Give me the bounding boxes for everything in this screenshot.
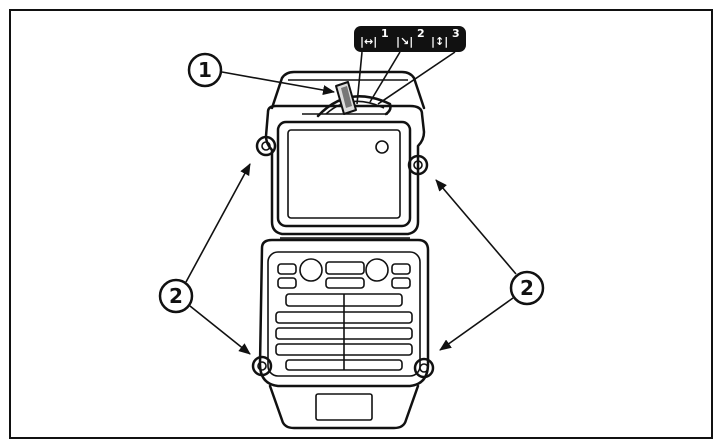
callout-2-left-circle xyxy=(158,278,194,314)
handle-outline xyxy=(268,384,420,430)
mode-2-glyph: |↘| xyxy=(396,35,413,48)
callout-1: 1 xyxy=(187,52,335,95)
mode-1-glyph: |↔| xyxy=(360,35,377,48)
mode-3-pointer xyxy=(377,51,456,105)
callout-2-right-circle xyxy=(509,270,545,306)
top-housing xyxy=(264,70,426,236)
callout-2-right: 2 xyxy=(435,179,545,351)
mode-3-index: 3 xyxy=(452,27,460,40)
callout-2-right-arrow-down xyxy=(439,297,514,351)
mode-badge: |↔| 1 |↘| 2 |↕| 3 xyxy=(354,26,466,52)
screw-top-left xyxy=(255,135,277,157)
display-housing xyxy=(264,104,426,236)
callout-1-label: 1 xyxy=(198,58,212,82)
round-button-left xyxy=(299,258,323,282)
mode-2-index: 2 xyxy=(417,27,425,40)
callout-2-left: 2 xyxy=(158,163,251,355)
display-screen xyxy=(287,129,401,219)
callout-2-right-label: 2 xyxy=(520,276,534,300)
key-top-right-1 xyxy=(391,263,411,275)
lever-shading xyxy=(341,86,352,108)
screw-top-right xyxy=(407,154,429,176)
mode-badge-background xyxy=(354,26,466,52)
display-frame xyxy=(276,120,412,228)
screw-bottom-right xyxy=(413,357,435,379)
key-center-top xyxy=(325,261,365,275)
callout-2-right-arrow-up xyxy=(435,179,517,275)
dial-outer xyxy=(316,95,392,118)
callout-2-left-label: 2 xyxy=(169,284,183,308)
indicator-light xyxy=(375,140,389,154)
callout-1-circle xyxy=(187,52,223,88)
handle-grip xyxy=(315,393,373,421)
callout-1-arrow xyxy=(221,71,335,95)
keypad-housing xyxy=(258,238,430,388)
mode-2: |↘| 2 xyxy=(396,27,425,48)
callout-2-left-arrow-down xyxy=(189,305,251,355)
mode-2-pointer xyxy=(369,51,401,103)
callout-2-left-arrow-up xyxy=(185,163,251,283)
figure-frame xyxy=(9,9,713,439)
screw-bottom-left xyxy=(251,355,273,377)
mode-3-glyph: |↕| xyxy=(431,35,448,48)
mode-1: |↔| 1 xyxy=(360,27,389,48)
key-top-left-2 xyxy=(277,277,297,289)
top-cap xyxy=(270,70,426,110)
key-top-left-1 xyxy=(277,263,297,275)
display-window xyxy=(276,120,412,228)
lever-dial xyxy=(316,81,392,118)
round-button-right xyxy=(365,258,389,282)
keypad-body xyxy=(258,238,430,388)
key-top-right-2 xyxy=(391,277,411,289)
bottom-handle xyxy=(268,384,420,430)
key-center-bottom xyxy=(325,277,365,289)
keypad-panel xyxy=(267,251,421,377)
mode-3: |↕| 3 xyxy=(431,27,460,48)
mode-1-index: 1 xyxy=(381,27,389,40)
